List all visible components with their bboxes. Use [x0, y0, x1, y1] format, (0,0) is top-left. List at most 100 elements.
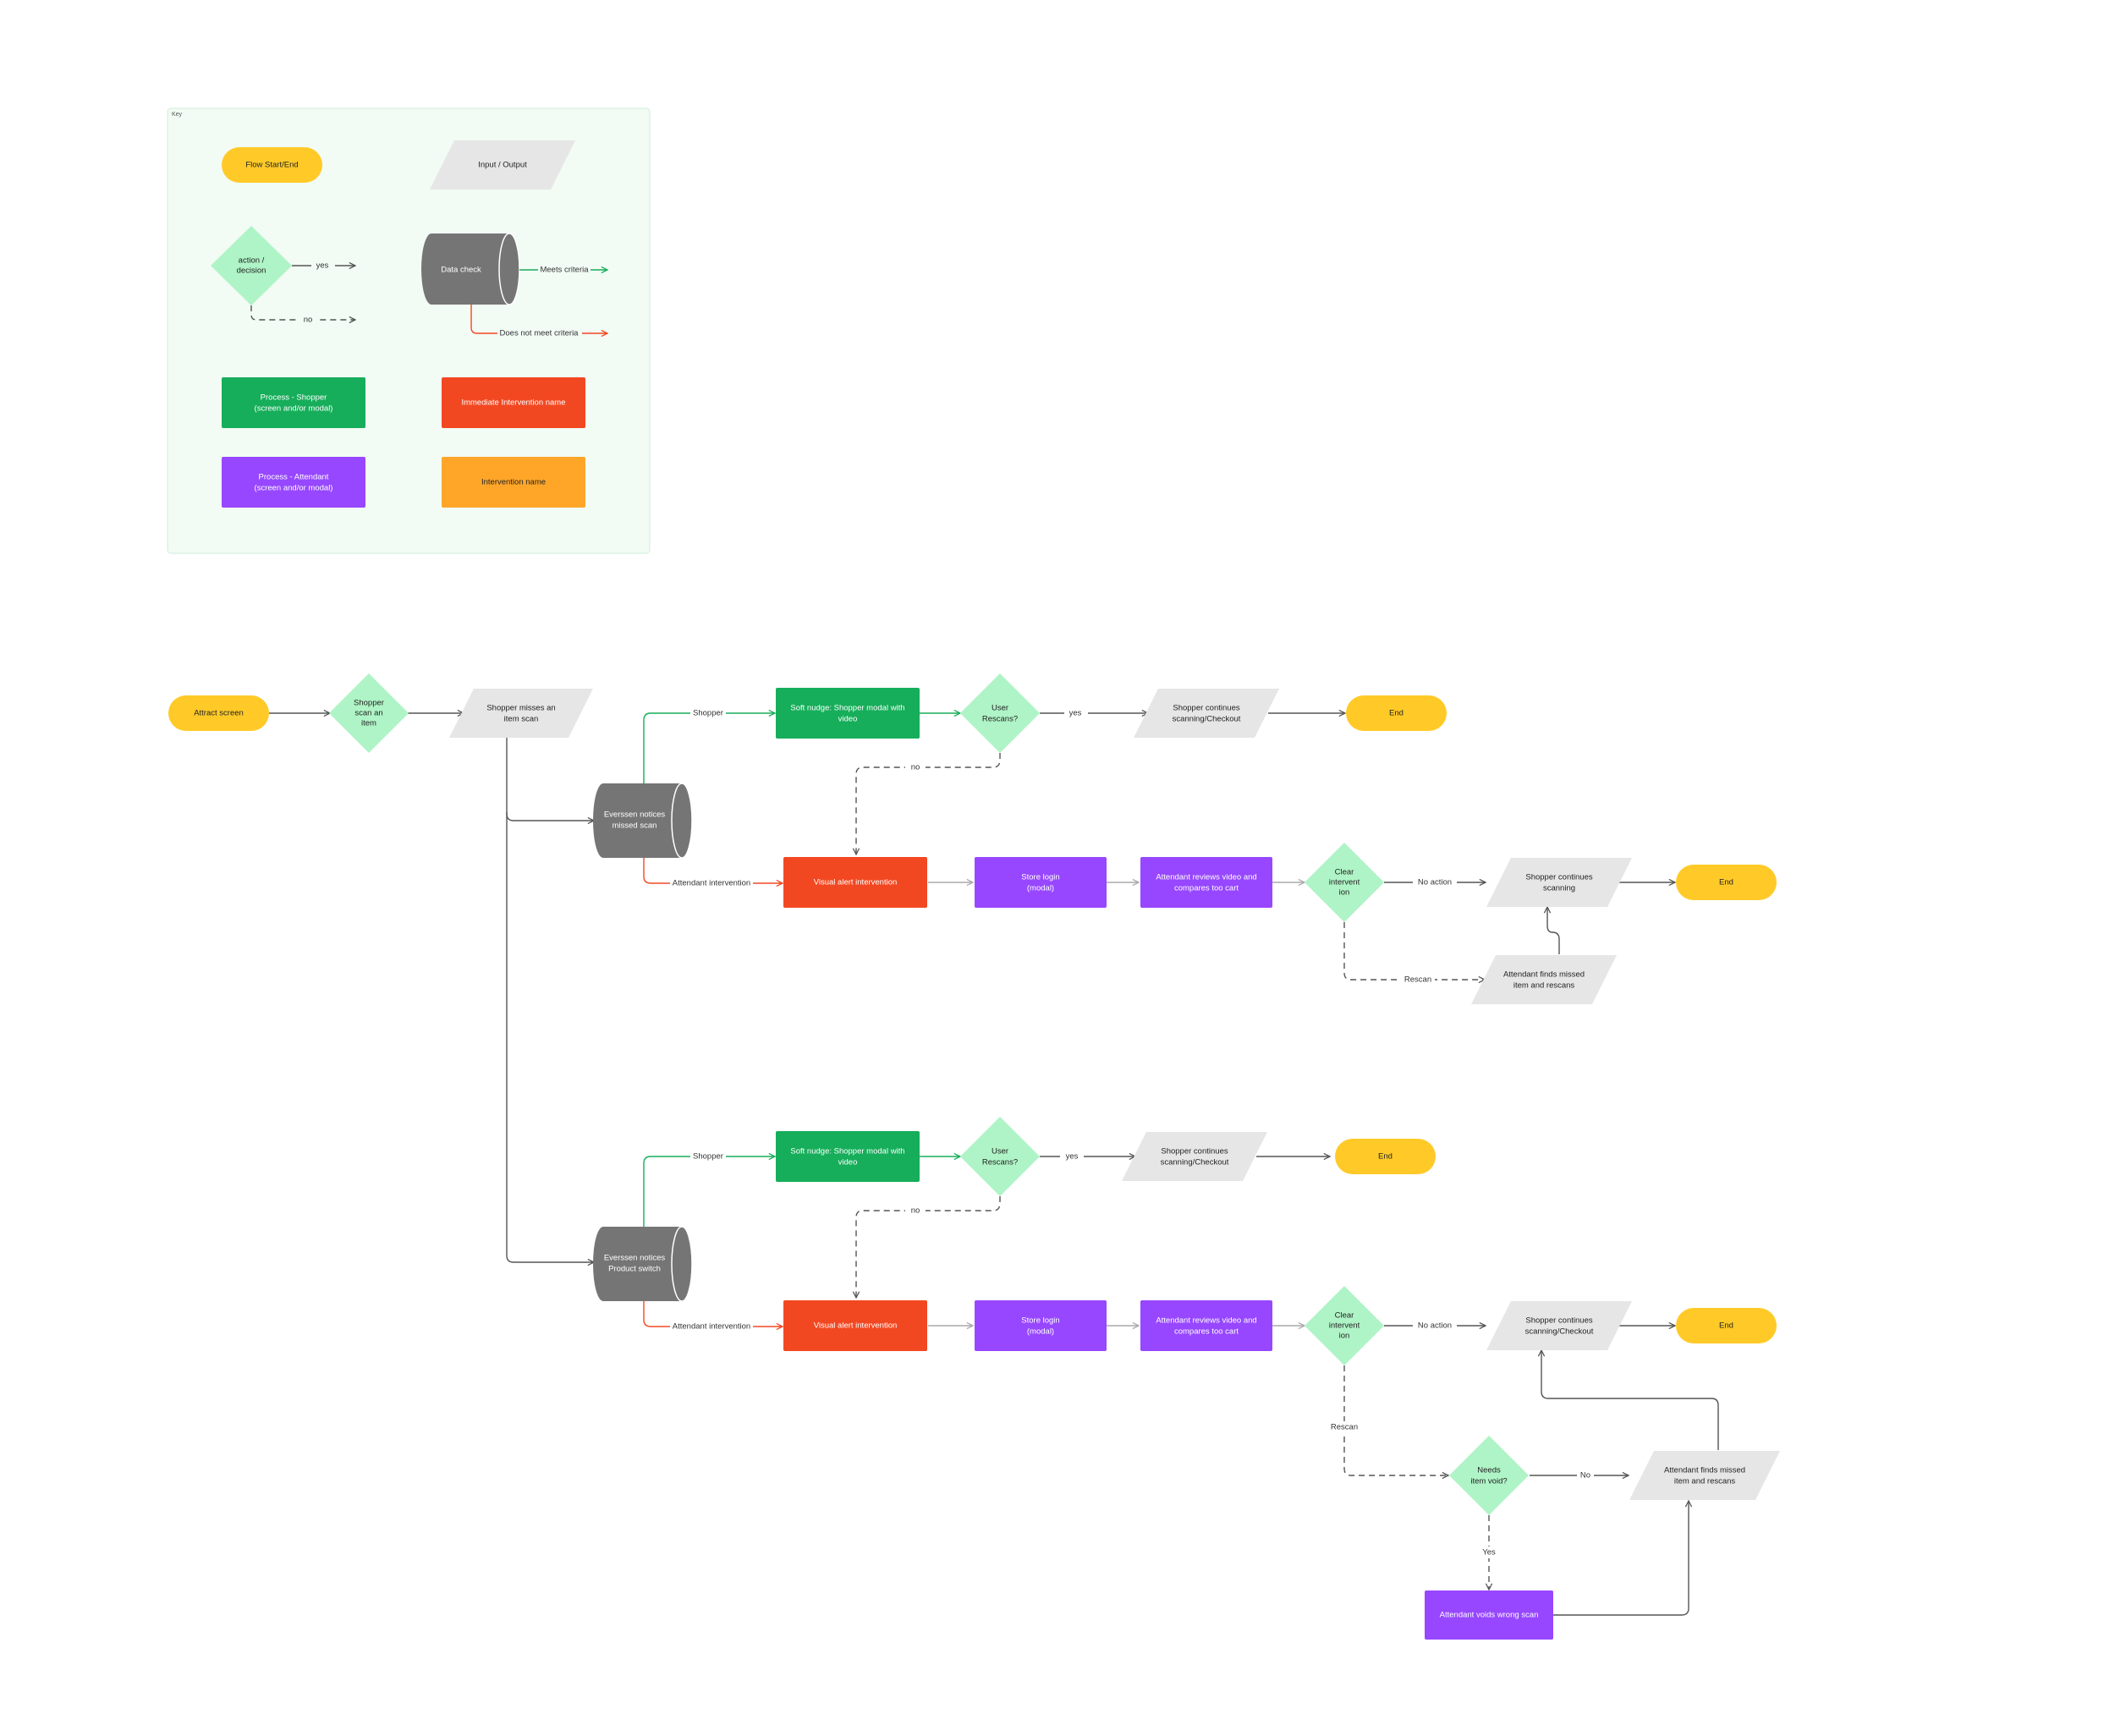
s2-voids-label: Attendant voids wrong scan: [1440, 1611, 1539, 1620]
key-flow-start-end: [222, 147, 322, 183]
s1-rescans-label-1: User: [992, 704, 1008, 713]
s2-continues-checkout-label-1: Shopper continues: [1161, 1147, 1228, 1156]
node-shopper-scan-label-1: Shopper: [354, 699, 384, 708]
key-immediate-intervention-label: Immediate Intervention name: [461, 398, 565, 408]
s1-clear-label-1: Clear: [1335, 868, 1354, 877]
key-no-arrow: [250, 305, 355, 320]
s1-no-action-label: No action: [1418, 878, 1452, 887]
node-shopper-scan-label-2: scan an: [354, 709, 382, 718]
s1-visual-alert-label: Visual alert intervention: [814, 878, 898, 887]
s1-clear-intervention-decision: [1305, 843, 1384, 922]
s2-soft-nudge-label-1: Soft nudge: Shopper modal with: [790, 1147, 904, 1156]
s1-yes-label: yes: [1069, 709, 1082, 718]
s1-user-rescans-decision: [960, 673, 1040, 753]
s2-needs-void-label-2: item void?: [1470, 1477, 1507, 1486]
s1-no-label: no: [911, 763, 920, 772]
s2-attendant-finds-missed: [1629, 1451, 1780, 1500]
s2-attendant-branch-label: Attendant intervention: [673, 1322, 750, 1332]
s2-store-login-label-2: (modal): [1027, 1327, 1054, 1337]
node-attract-screen: [168, 695, 269, 731]
key-data-check: [421, 233, 520, 305]
key-not-meets-label: Does not meet criteria: [500, 329, 580, 338]
node-everseen-switch-label-1: Everssen notices: [604, 1254, 666, 1263]
s1-continues-scanning-label-1: Shopper continues: [1525, 873, 1592, 882]
s2-store-login-label-1: Store login: [1021, 1316, 1059, 1326]
s2-needs-void-yes-label: Yes: [1482, 1548, 1496, 1557]
s1-reviews-label-1: Attendant reviews video and: [1156, 873, 1256, 882]
key-data-check-label: Data check: [441, 266, 481, 275]
s2-no-action-label: No action: [1418, 1321, 1452, 1331]
s2-clear-label-2: intervent: [1329, 1321, 1360, 1331]
key-yes-label: yes: [316, 261, 329, 271]
s2-soft-nudge-label-2: video: [838, 1158, 858, 1167]
s1-soft-nudge-label-1: Soft nudge: Shopper modal with: [790, 704, 904, 713]
key-process-attendant-label-1: Process - Attendant: [259, 473, 329, 482]
s1-shopper-branch-label: Shopper: [693, 709, 723, 718]
s1-attendant-branch-label: Attendant intervention: [673, 879, 750, 888]
s2-shopper-continues-checkout-2: [1486, 1301, 1632, 1350]
s1-end-bottom: [1676, 865, 1777, 900]
s2-yes-label: yes: [1066, 1152, 1079, 1162]
key-immediate-intervention: [442, 377, 585, 428]
s1-end-top: [1346, 695, 1447, 731]
node-attract-screen-label: Attract screen: [194, 709, 244, 718]
s2-continues-checkout-label-2: scanning/Checkout: [1161, 1158, 1229, 1167]
s2-needs-void-label-1: Needs: [1477, 1466, 1501, 1475]
connectors: Shopper Attendant intervention yes no No…: [269, 707, 1719, 1616]
s1-continues-checkout-label-2: scanning/Checkout: [1173, 715, 1241, 724]
key-no-label: no: [304, 316, 313, 325]
s1-end-bottom-label: End: [1719, 878, 1733, 887]
s1-shopper-continues-scanning: [1486, 858, 1632, 907]
s2-rescan-label: Rescan: [1331, 1423, 1358, 1432]
key-title: Key: [172, 112, 183, 118]
s2-rescans-label-1: User: [992, 1147, 1008, 1156]
node-misses-label-2: item scan: [504, 715, 539, 724]
s2-finds-label-2: item and rescans: [1674, 1477, 1736, 1486]
s2-attendant-voids-wrong-scan: [1425, 1590, 1553, 1640]
s2-reviews-label-1: Attendant reviews video and: [1156, 1316, 1256, 1326]
s1-clear-label-3: ion: [1339, 888, 1350, 898]
s2-continues-checkout2-label-1: Shopper continues: [1525, 1316, 1592, 1326]
s1-attendant-reviews: [1140, 857, 1272, 908]
key-decision: [211, 226, 292, 305]
key-process-attendant-label-2: (screen and/or modal): [255, 484, 333, 493]
node-shopper-misses-scan: [449, 689, 593, 738]
s2-user-rescans-decision: [960, 1117, 1040, 1196]
node-everseen-missed-label-2: missed scan: [613, 821, 657, 831]
s1-shopper-continues-checkout: [1134, 689, 1279, 738]
s1-finds-label-2: item and rescans: [1513, 981, 1575, 991]
s2-clear-label-1: Clear: [1335, 1311, 1354, 1321]
s2-clear-intervention-decision: [1305, 1286, 1384, 1365]
key-input-output: [430, 140, 575, 190]
s1-soft-nudge-label-2: video: [838, 715, 858, 724]
key-not-meets-arrow: [470, 305, 607, 333]
s1-attendant-finds-missed: [1471, 955, 1617, 1004]
node-shopper-scan-decision: [329, 673, 409, 753]
s1-visual-alert: [783, 857, 927, 908]
s2-visual-alert: [783, 1300, 927, 1351]
s1-store-login-label-2: (modal): [1027, 884, 1054, 893]
s2-clear-label-3: ion: [1339, 1332, 1350, 1341]
node-everseen-missed-scan: [593, 783, 693, 859]
s2-shopper-continues-checkout: [1122, 1132, 1267, 1181]
key-intervention-label: Intervention name: [481, 478, 546, 487]
node-everseen-missed-label-1: Everssen notices: [604, 810, 666, 820]
key-intervention: [442, 457, 585, 508]
s1-rescans-label-2: Rescans?: [982, 715, 1018, 724]
s2-shopper-branch-label: Shopper: [693, 1152, 723, 1162]
node-shopper-scan-label-3: item: [361, 719, 376, 728]
s1-end-top-label: End: [1389, 709, 1404, 718]
s2-end-bottom-label: End: [1719, 1321, 1733, 1331]
s2-end-top-label: End: [1378, 1152, 1393, 1162]
s1-reviews-label-2: compares too cart: [1174, 884, 1239, 893]
s1-continues-scanning-label-2: scanning: [1543, 884, 1575, 893]
s1-finds-label-1: Attendant finds missed: [1503, 970, 1585, 980]
s2-end-bottom: [1676, 1308, 1777, 1343]
s2-end-top: [1335, 1139, 1436, 1174]
node-misses-label-1: Shopper misses an: [486, 704, 555, 713]
key-process-shopper-label-1: Process - Shopper: [261, 393, 327, 403]
s2-rescans-label-2: Rescans?: [982, 1158, 1018, 1167]
key-meets-label: Meets criteria: [540, 266, 589, 275]
key-flow-start-end-label: Flow Start/End: [245, 161, 298, 170]
